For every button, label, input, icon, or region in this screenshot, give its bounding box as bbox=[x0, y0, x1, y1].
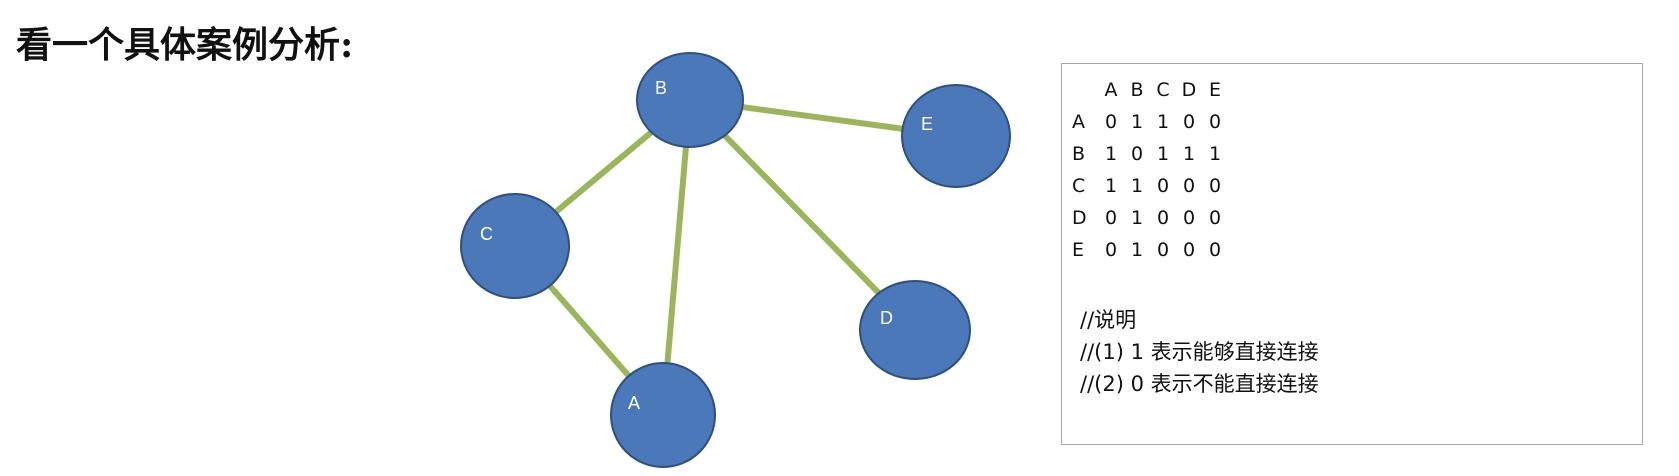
matrix-row-header: C bbox=[1072, 175, 1086, 197]
matrix-cell: 0 bbox=[1182, 207, 1196, 229]
matrix-col-header: B bbox=[1130, 79, 1144, 101]
node-label: B bbox=[655, 78, 667, 98]
node-circle bbox=[636, 52, 744, 148]
matrix-cell: 0 bbox=[1104, 239, 1118, 261]
matrix-row-header: E bbox=[1072, 239, 1085, 261]
matrix-row-header: B bbox=[1072, 143, 1086, 165]
node-label: C bbox=[480, 224, 493, 244]
matrix-cell: 0 bbox=[1208, 175, 1222, 197]
matrix-row: E 0 1 0 0 0 bbox=[1072, 234, 1228, 266]
matrix-col-header: E bbox=[1208, 79, 1221, 101]
edge-b-d bbox=[687, 97, 918, 333]
node-c: C bbox=[460, 193, 570, 299]
note-line: //(2) 0 表示不能直接连接 bbox=[1080, 372, 1319, 396]
matrix-cell: 1 bbox=[1156, 143, 1170, 165]
matrix-cell: 0 bbox=[1156, 239, 1170, 261]
matrix-cell: 0 bbox=[1208, 111, 1222, 133]
matrix-cell: 0 bbox=[1182, 175, 1196, 197]
matrix-cell: 0 bbox=[1208, 207, 1222, 229]
matrix-header-row: A B C D E bbox=[1072, 74, 1228, 106]
matrix-cell: 1 bbox=[1130, 207, 1144, 229]
matrix-cell: 0 bbox=[1182, 239, 1196, 261]
node-label: A bbox=[628, 393, 640, 413]
matrix-col-header: C bbox=[1156, 79, 1170, 101]
node-e: E bbox=[901, 84, 1011, 188]
note-line: //(1) 1 表示能够直接连接 bbox=[1080, 340, 1319, 364]
matrix-row-header: A bbox=[1072, 111, 1085, 133]
notes: //说明 //(1) 1 表示能够直接连接 //(2) 0 表示不能直接连接 bbox=[1080, 304, 1319, 400]
matrix-col-header: A bbox=[1104, 79, 1118, 101]
node-circle bbox=[610, 362, 716, 468]
matrix-cell: 1 bbox=[1130, 111, 1144, 133]
node-label: D bbox=[880, 308, 893, 328]
matrix-cell: 1 bbox=[1182, 143, 1196, 165]
matrix-corner bbox=[1072, 74, 1098, 106]
matrix-cell: 0 bbox=[1156, 207, 1170, 229]
matrix-cell: 0 bbox=[1104, 111, 1118, 133]
matrix-row: B 1 0 1 1 1 bbox=[1072, 138, 1228, 170]
matrix-row-header: D bbox=[1072, 207, 1087, 229]
matrix-cell: 0 bbox=[1156, 175, 1170, 197]
matrix-row: A 0 1 1 0 0 bbox=[1072, 106, 1228, 138]
node-d: D bbox=[859, 280, 971, 380]
note-line: //说明 bbox=[1080, 308, 1137, 332]
node-circle bbox=[859, 280, 971, 380]
matrix-cell: 1 bbox=[1156, 111, 1170, 133]
page-title: 看一个具体案例分析: bbox=[16, 24, 354, 66]
matrix-row: C 1 1 0 0 0 bbox=[1072, 170, 1228, 202]
matrix-cell: 1 bbox=[1130, 239, 1144, 261]
node-label: E bbox=[921, 114, 933, 134]
matrix-col-header: D bbox=[1181, 79, 1197, 101]
node-a: A bbox=[610, 362, 716, 468]
adjacency-matrix: A B C D E A 0 1 1 0 0 B 1 0 1 1 1 bbox=[1072, 74, 1228, 266]
adjacency-matrix-panel: A B C D E A 0 1 1 0 0 B 1 0 1 1 1 bbox=[1061, 63, 1643, 445]
matrix-cell: 0 bbox=[1208, 239, 1222, 261]
matrix-cell: 0 bbox=[1104, 207, 1118, 229]
node-b: B bbox=[636, 52, 744, 148]
graph-diagram: A B C D E bbox=[460, 52, 1011, 468]
matrix-cell: 0 bbox=[1182, 111, 1196, 133]
matrix-cell: 1 bbox=[1130, 175, 1144, 197]
matrix-row: D 0 1 0 0 0 bbox=[1072, 202, 1228, 234]
matrix-cell: 0 bbox=[1130, 143, 1144, 165]
matrix-cell: 1 bbox=[1208, 143, 1222, 165]
matrix-cell: 1 bbox=[1104, 175, 1118, 197]
node-circle bbox=[460, 193, 570, 299]
matrix-cell: 1 bbox=[1104, 143, 1118, 165]
node-circle bbox=[901, 84, 1011, 188]
